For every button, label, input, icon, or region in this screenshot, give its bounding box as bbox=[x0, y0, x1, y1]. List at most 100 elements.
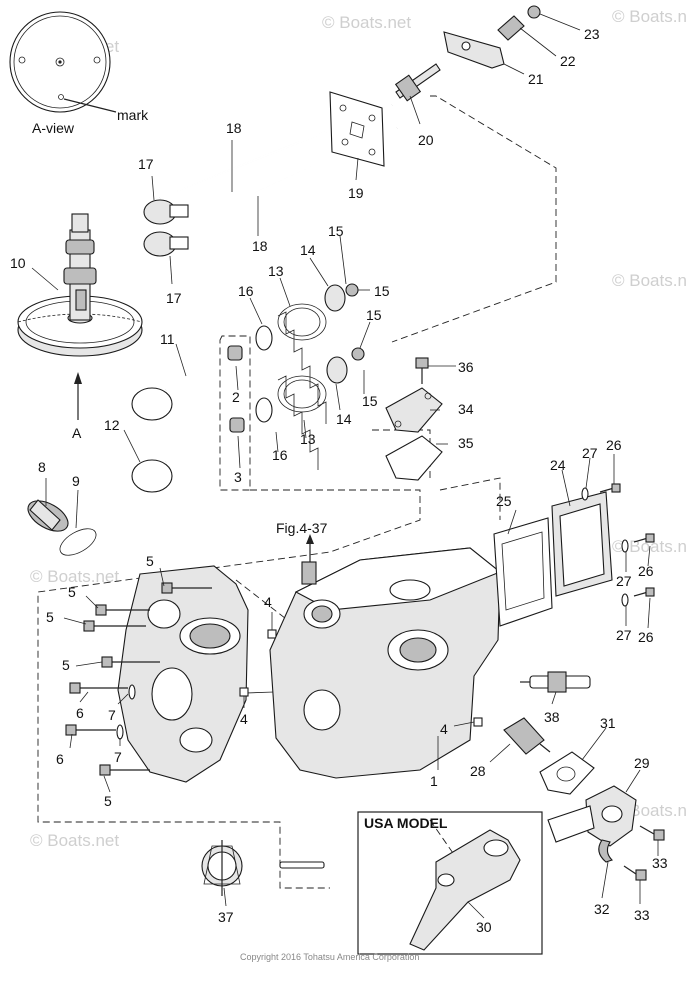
part-label-17-bottom: 17 bbox=[166, 290, 182, 306]
usa-model-bracket-part-30 bbox=[409, 829, 521, 951]
part-label-18-bottom: 18 bbox=[252, 238, 268, 254]
part-label-14-b: 14 bbox=[336, 411, 352, 427]
label-arrow-a: A bbox=[72, 425, 82, 441]
watermark-8: © Boats.net bbox=[30, 567, 119, 586]
part-label-24: 24 bbox=[550, 457, 566, 473]
cylinder-cover-left bbox=[117, 565, 249, 783]
part-label-4-b: 4 bbox=[240, 711, 248, 727]
bolts-part-26 bbox=[599, 483, 655, 597]
part-label-5-b: 5 bbox=[68, 584, 76, 600]
part-label-7-a: 7 bbox=[108, 707, 116, 723]
gasket-part-25 bbox=[493, 517, 553, 627]
part-label-15-b: 15 bbox=[374, 283, 390, 299]
part-label-12: 12 bbox=[104, 417, 120, 433]
label-mark: mark bbox=[117, 107, 149, 123]
cover-plate-part-34 bbox=[385, 387, 443, 433]
part-label-22: 22 bbox=[560, 53, 576, 69]
watermark-4: © Boats.net bbox=[612, 271, 686, 290]
part-label-28: 28 bbox=[470, 763, 486, 779]
part-label-13-a: 13 bbox=[268, 263, 284, 279]
part-label-5-c: 5 bbox=[46, 609, 54, 625]
housing-part-29 bbox=[547, 785, 637, 847]
usa-model-label: USA MODEL bbox=[364, 815, 448, 831]
crankcase-part-1 bbox=[269, 547, 502, 779]
part-label-26-b: 26 bbox=[638, 563, 654, 579]
part-label-6-b: 6 bbox=[56, 751, 64, 767]
bolt-part-36 bbox=[415, 357, 429, 384]
part-label-25: 25 bbox=[496, 493, 512, 509]
washers-part-7 bbox=[116, 684, 136, 740]
spring-retainers-part-14 bbox=[324, 284, 348, 384]
part-label-18-top: 18 bbox=[226, 120, 242, 136]
watermark-3: © Boats.net bbox=[612, 7, 686, 26]
o-ring-part-9 bbox=[59, 528, 97, 556]
gasket-part-31 bbox=[539, 751, 595, 795]
part-label-8: 8 bbox=[38, 459, 46, 475]
part-label-5-e: 5 bbox=[104, 793, 112, 809]
rocker-arm-part-21 bbox=[443, 31, 505, 69]
camshaft-gear-part-10 bbox=[17, 213, 143, 357]
watermark-9: © Boats.net bbox=[30, 831, 119, 850]
part-label-23: 23 bbox=[584, 26, 600, 42]
exhaust-valve-part-11 bbox=[131, 354, 233, 421]
part-label-11: 11 bbox=[160, 331, 175, 347]
bolts-part-6 bbox=[65, 682, 128, 736]
gasket-part-35 bbox=[385, 435, 443, 481]
intake-valve-part-12 bbox=[131, 426, 235, 493]
part-label-13-b: 13 bbox=[300, 431, 316, 447]
part-label-32: 32 bbox=[594, 901, 610, 917]
valve-cotter-part-3 bbox=[229, 417, 245, 433]
valve-seals-part-16 bbox=[255, 325, 273, 423]
part-label-33-b: 33 bbox=[634, 907, 650, 923]
part-label-21: 21 bbox=[528, 71, 544, 87]
rocker-plate-part-19 bbox=[329, 91, 385, 167]
part-label-37: 37 bbox=[218, 909, 234, 925]
part-label-27-b: 27 bbox=[616, 573, 632, 589]
part-label-15-c: 15 bbox=[366, 307, 382, 323]
watermark-2: © Boats.net bbox=[322, 13, 411, 32]
part-label-33-a: 33 bbox=[652, 855, 668, 871]
part-label-26-a: 26 bbox=[606, 437, 622, 453]
usa-model-box bbox=[357, 811, 543, 955]
label-a-view: A-view bbox=[32, 120, 75, 136]
valve-lifters-part-17 bbox=[143, 199, 189, 257]
part-label-29: 29 bbox=[634, 755, 650, 771]
part-label-5-a: 5 bbox=[146, 553, 154, 569]
part-label-4-a: 4 bbox=[264, 594, 272, 610]
bolts-part-33 bbox=[623, 825, 665, 881]
part-label-31: 31 bbox=[600, 715, 616, 731]
label-fig-ref: Fig.4-37 bbox=[276, 520, 328, 536]
part-label-5-d: 5 bbox=[62, 657, 70, 673]
part-label-20: 20 bbox=[418, 132, 434, 148]
part-label-34: 34 bbox=[458, 401, 474, 417]
copyright-text: Copyright 2016 Tohatsu America Corporati… bbox=[240, 952, 419, 962]
part-label-26-c: 26 bbox=[638, 629, 654, 645]
washers-part-27 bbox=[581, 487, 629, 607]
cover-part-24 bbox=[551, 491, 613, 597]
part-label-36: 36 bbox=[458, 359, 474, 375]
part-number-labels: 23 22 21 20 19 18 18 17 17 10 A 15 14 13… bbox=[10, 26, 668, 935]
part-label-27-c: 27 bbox=[616, 627, 632, 643]
part-label-3: 3 bbox=[234, 469, 242, 485]
oil-filler-cap-part-8 bbox=[27, 499, 69, 532]
valve-cotter-part-2 bbox=[227, 345, 243, 361]
spark-plug-part-38 bbox=[520, 671, 591, 693]
bolts-part-5 bbox=[83, 582, 212, 776]
adjuster-part-22 bbox=[497, 15, 525, 41]
part-label-17-top: 17 bbox=[138, 156, 154, 172]
part-label-15-d: 15 bbox=[362, 393, 378, 409]
leader-lines bbox=[31, 13, 659, 919]
part-label-35: 35 bbox=[458, 435, 474, 451]
part-label-2: 2 bbox=[232, 389, 240, 405]
a-view-gear-face bbox=[9, 11, 117, 113]
part-label-1: 1 bbox=[430, 773, 438, 789]
part-label-30: 30 bbox=[476, 919, 492, 935]
nut-part-23 bbox=[527, 5, 541, 19]
part-label-6-a: 6 bbox=[76, 705, 84, 721]
part-label-15-a: 15 bbox=[328, 223, 344, 239]
valve-springs-part-13 bbox=[277, 303, 327, 470]
clamp-part-32 bbox=[598, 839, 614, 863]
sensor-part-28 bbox=[503, 717, 551, 755]
part-label-19: 19 bbox=[348, 185, 364, 201]
